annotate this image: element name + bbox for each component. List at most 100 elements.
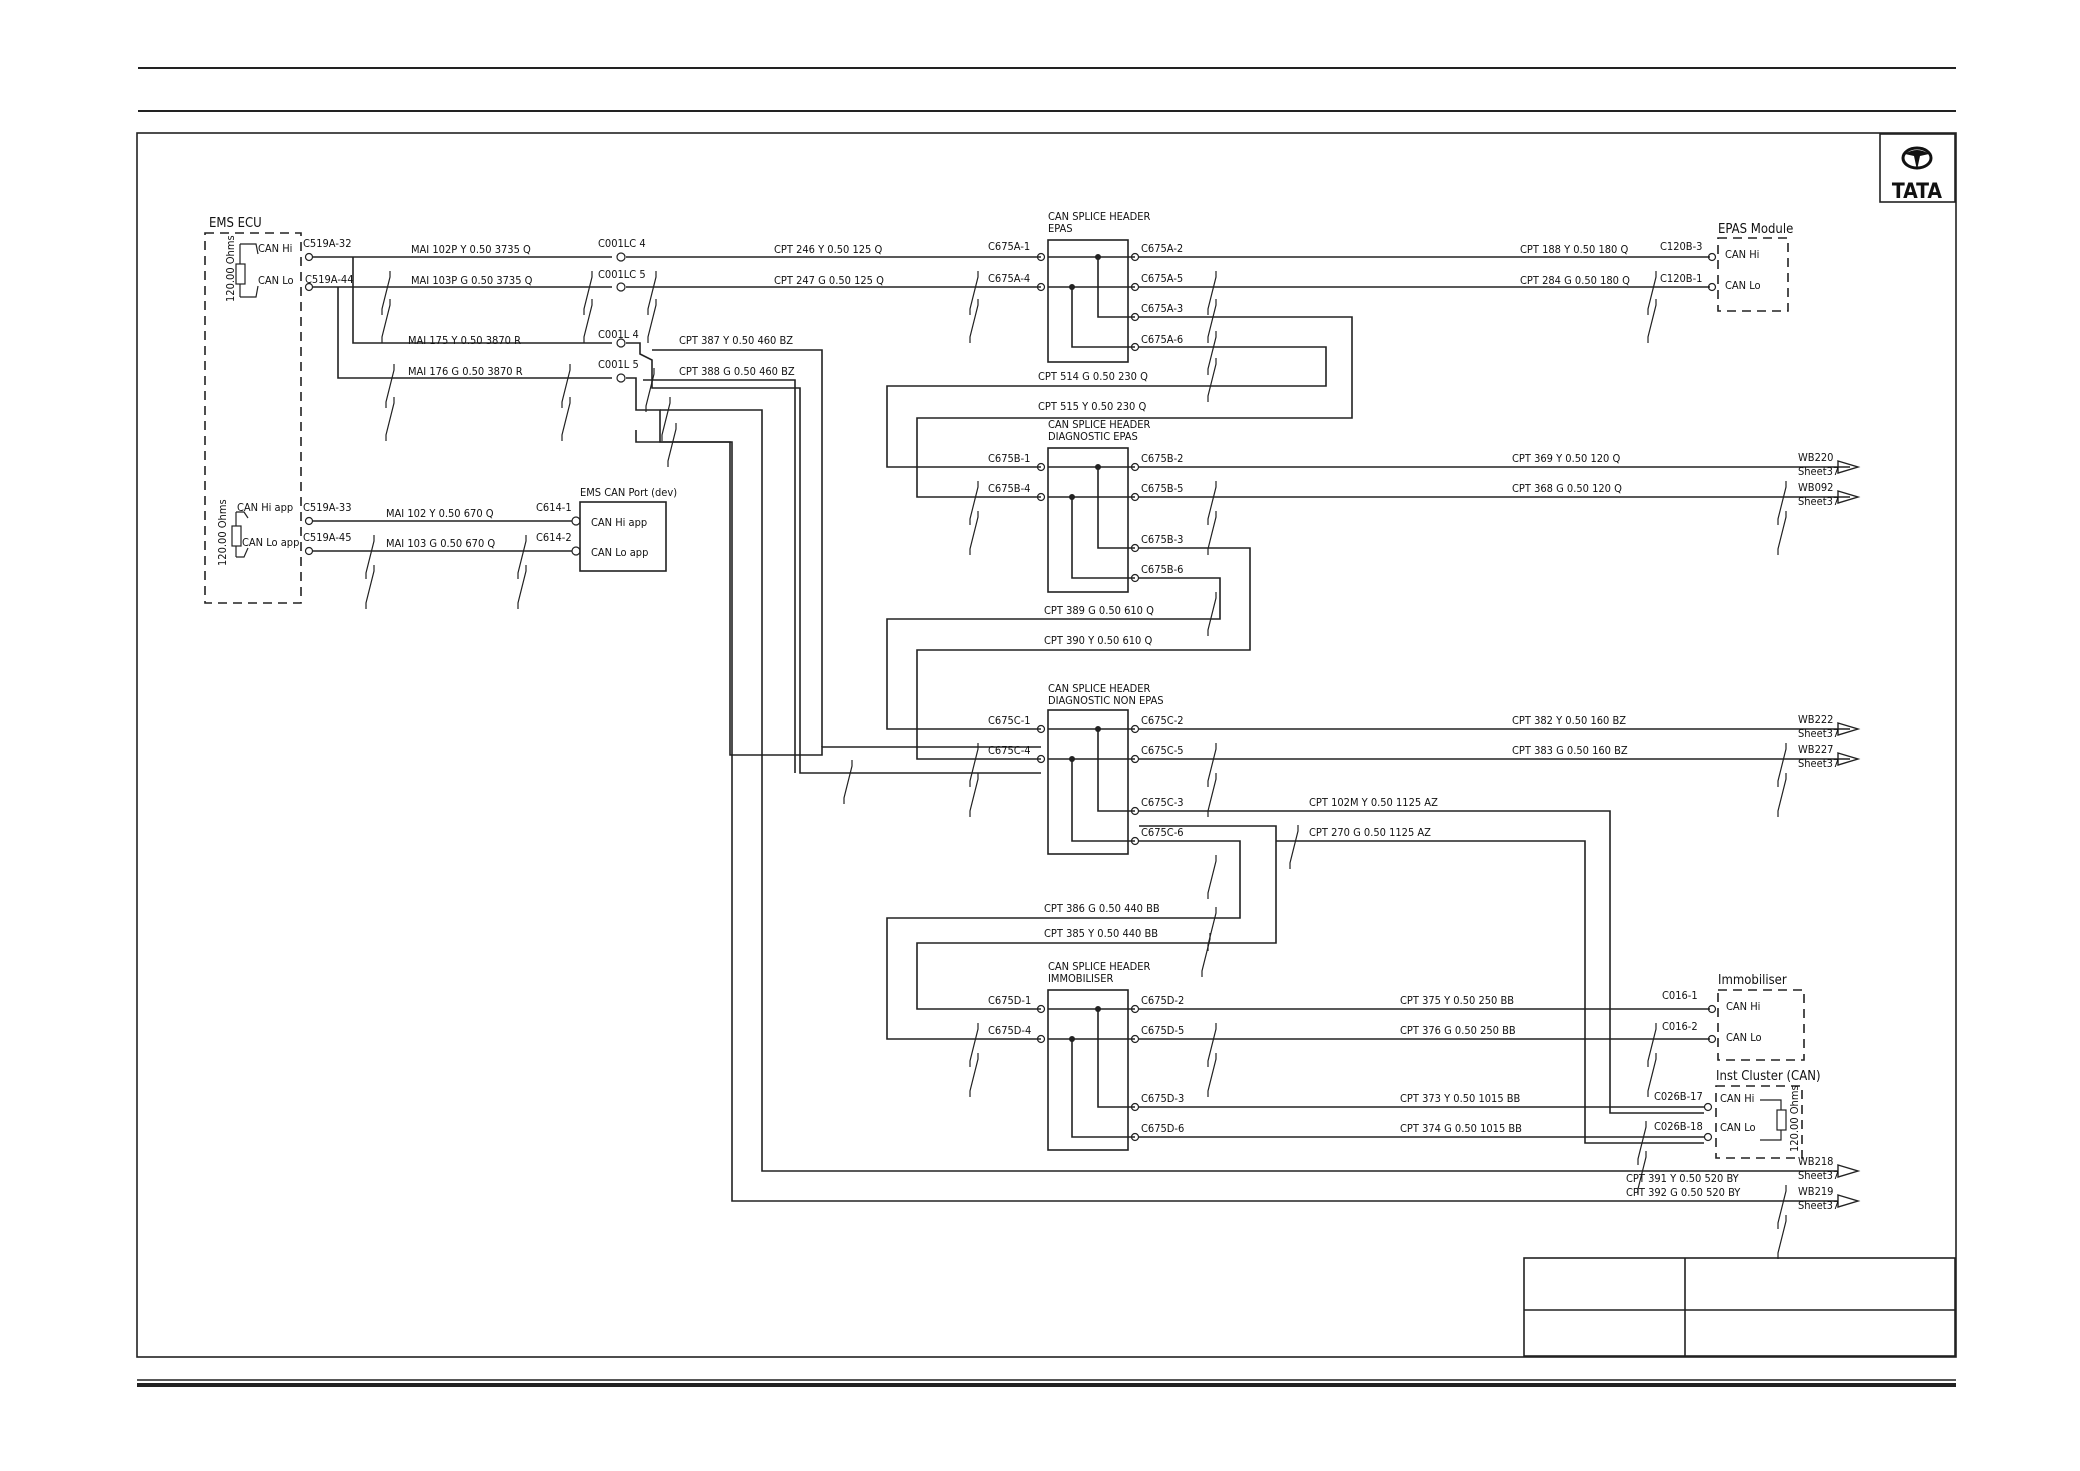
immobiliser-title: Immobiliser bbox=[1718, 973, 1787, 988]
diag-non-epas-wires bbox=[886, 728, 1850, 1144]
conn-c016-2: C016-2 bbox=[1662, 1020, 1698, 1033]
diag-epas-wires bbox=[886, 466, 1850, 760]
wire-cpt246: CPT 246 Y 0.50 125 Q bbox=[774, 243, 882, 256]
port-pin-can-lo-app: CAN Lo app bbox=[591, 546, 648, 559]
conn-c016-1: C016-1 bbox=[1662, 989, 1698, 1002]
wire-cpt368: CPT 368 G 0.50 120 Q bbox=[1512, 482, 1622, 495]
splice-header-a: CAN SPLICE HEADER EPAS bbox=[1036, 210, 1151, 363]
ems-can-port-title: EMS CAN Port (dev) bbox=[580, 486, 677, 499]
splice-header-b: CAN SPLICE HEADER DIAGNOSTIC EPAS bbox=[1036, 418, 1151, 593]
cluster-pin-can-lo: CAN Lo bbox=[1720, 1121, 1756, 1134]
splice-header-c: CAN SPLICE HEADER DIAGNOSTIC NON EPAS bbox=[1036, 682, 1164, 855]
conn-c614-1: C614-1 bbox=[536, 501, 572, 514]
inline-connectors bbox=[571, 252, 626, 556]
conn-c519a-45: C519A-45 bbox=[303, 531, 352, 544]
wire-cpt247: CPT 247 G 0.50 125 Q bbox=[774, 274, 884, 287]
wire-cpt284: CPT 284 G 0.50 180 Q bbox=[1520, 274, 1630, 287]
conn-c675a-4: C675A-4 bbox=[988, 272, 1030, 285]
immobiliser: Immobiliser CAN Hi CAN Lo bbox=[1707, 973, 1805, 1061]
splice-a-title: CAN SPLICE HEADER bbox=[1048, 210, 1151, 223]
conn-c519a-32: C519A-32 bbox=[303, 237, 352, 250]
wire-cpt375: CPT 375 Y 0.50 250 BB bbox=[1400, 994, 1514, 1007]
conn-c675b-5: C675B-5 bbox=[1141, 482, 1183, 495]
conn-c675b-3: C675B-3 bbox=[1141, 533, 1183, 546]
ems-ecu-resistor-label: 120.00 Ohms bbox=[224, 235, 237, 302]
conn-c675c-2: C675C-2 bbox=[1141, 714, 1184, 727]
ems-pin-can-lo-app: CAN Lo app bbox=[242, 536, 299, 549]
wire-cpt383: CPT 383 G 0.50 160 BZ bbox=[1512, 744, 1628, 757]
conn-c675c-5: C675C-5 bbox=[1141, 744, 1184, 757]
ecu-pins bbox=[304, 252, 314, 556]
ems-ecu-resistor2-label: 120.00 Ohms bbox=[216, 499, 229, 566]
wire-mai175: MAI 175 Y 0.50 3870 R bbox=[408, 334, 521, 347]
conn-c026b-18: C026B-18 bbox=[1654, 1120, 1703, 1133]
splice-d-subtitle: IMMOBILISER bbox=[1048, 972, 1113, 985]
wire-cpt376: CPT 376 G 0.50 250 BB bbox=[1400, 1024, 1516, 1037]
conn-c675b-6: C675B-6 bbox=[1141, 563, 1183, 576]
epas-module-title: EPAS Module bbox=[1718, 222, 1793, 237]
conn-c675a-5: C675A-5 bbox=[1141, 272, 1183, 285]
offsheet-arrows-c bbox=[1837, 722, 1861, 766]
ems-pin-can-hi: CAN Hi bbox=[258, 242, 292, 255]
offsheet-sheet: Sheet37 bbox=[1798, 465, 1839, 478]
wire-mai103: MAI 103 G 0.50 670 Q bbox=[386, 537, 495, 550]
conn-c675b-4: C675B-4 bbox=[988, 482, 1030, 495]
inst-cluster: Inst Cluster (CAN) CAN Hi CAN Lo 120.00 … bbox=[1703, 1069, 1821, 1159]
conn-c675c-3: C675C-3 bbox=[1141, 796, 1184, 809]
splice-a-subtitle: EPAS bbox=[1048, 222, 1073, 235]
immo-pin-can-hi: CAN Hi bbox=[1726, 1000, 1760, 1013]
wire-cpt390: CPT 390 Y 0.50 610 Q bbox=[1044, 634, 1152, 647]
conn-c675c-4: C675C-4 bbox=[988, 744, 1031, 757]
conn-c001lc-5: C001LC 5 bbox=[598, 268, 646, 281]
epas-module: EPAS Module CAN Hi CAN Lo bbox=[1707, 222, 1793, 312]
splice-c-title: CAN SPLICE HEADER bbox=[1048, 682, 1151, 695]
wire-cpt388: CPT 388 G 0.50 460 BZ bbox=[679, 365, 795, 378]
conn-c675c-1: C675C-1 bbox=[988, 714, 1031, 727]
ecu-wires bbox=[313, 256, 612, 552]
wire-mai103p: MAI 103P G 0.50 3735 Q bbox=[411, 274, 533, 287]
offsheet-sheet: Sheet37 bbox=[1798, 1199, 1839, 1212]
offsheet-wb227: WB227 bbox=[1798, 743, 1833, 756]
wire-cpt387: CPT 387 Y 0.50 460 BZ bbox=[679, 334, 793, 347]
wire-mai102p: MAI 102P Y 0.50 3735 Q bbox=[411, 243, 531, 256]
splice-header-d: CAN SPLICE HEADER IMMOBILISER bbox=[1036, 960, 1151, 1151]
immo-pin-can-lo: CAN Lo bbox=[1726, 1031, 1762, 1044]
conn-c026b-17: C026B-17 bbox=[1654, 1090, 1703, 1103]
offsheet-wb220: WB220 bbox=[1798, 451, 1833, 464]
conn-c675d-4: C675D-4 bbox=[988, 1024, 1031, 1037]
offsheet-sheet: Sheet37 bbox=[1798, 757, 1839, 770]
conn-c001l-4: C001L 4 bbox=[598, 328, 639, 341]
conn-c675d-6: C675D-6 bbox=[1141, 1122, 1184, 1135]
conn-c001l-5: C001L 5 bbox=[598, 358, 639, 371]
inst-cluster-title: Inst Cluster (CAN) bbox=[1716, 1069, 1821, 1084]
ems-pin-can-lo: CAN Lo bbox=[258, 274, 294, 287]
conn-c675a-6: C675A-6 bbox=[1141, 333, 1183, 346]
ems-ecu: EMS ECU 120.00 Ohms CAN Hi CAN Lo 120.00… bbox=[204, 216, 302, 604]
page-frame bbox=[136, 67, 1957, 1387]
offsheet-wb218: WB218 bbox=[1798, 1155, 1833, 1168]
wire-cpt373: CPT 373 Y 0.50 1015 BB bbox=[1400, 1092, 1521, 1105]
logo-text: TATA bbox=[1892, 179, 1943, 203]
conn-c675c-6: C675C-6 bbox=[1141, 826, 1184, 839]
trunk-wires-a bbox=[626, 256, 1041, 288]
offsheet-wb222: WB222 bbox=[1798, 713, 1833, 726]
conn-c120b-3: C120B-3 bbox=[1660, 240, 1702, 253]
conn-c675a-2: C675A-2 bbox=[1141, 242, 1183, 255]
conn-c120b-1: C120B-1 bbox=[1660, 272, 1702, 285]
conn-c675b-1: C675B-1 bbox=[988, 452, 1030, 465]
offsheet-sheet: Sheet37 bbox=[1798, 495, 1839, 508]
conn-c675d-3: C675D-3 bbox=[1141, 1092, 1184, 1105]
offsheet-sheet: Sheet37 bbox=[1798, 1169, 1839, 1182]
ems-ecu-title: EMS ECU bbox=[209, 216, 262, 231]
port-pin-can-hi-app: CAN Hi app bbox=[591, 516, 647, 529]
wire-cpt386: CPT 386 G 0.50 440 BB bbox=[1044, 902, 1160, 915]
immobiliser-wires bbox=[1139, 1008, 1710, 1138]
offsheet-arrows-d bbox=[1837, 1164, 1861, 1208]
offsheet-sheet: Sheet37 bbox=[1798, 727, 1839, 740]
conn-c614-2: C614-2 bbox=[536, 531, 572, 544]
epas-pin-can-lo: CAN Lo bbox=[1725, 279, 1761, 292]
epas-wires bbox=[886, 256, 1710, 498]
conn-c675b-2: C675B-2 bbox=[1141, 452, 1183, 465]
conn-c519a-44: C519A-44 bbox=[305, 273, 354, 286]
